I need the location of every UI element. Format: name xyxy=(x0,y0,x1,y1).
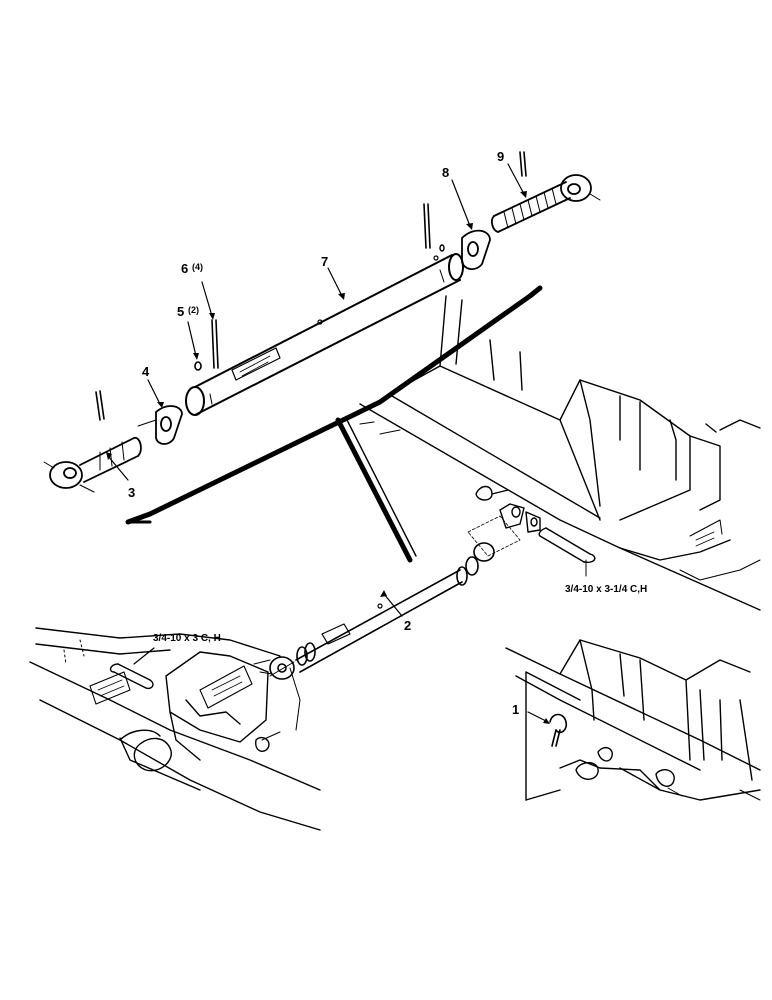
part-6-roll-pin xyxy=(211,319,219,369)
spec-front-bolt: 3/4-10 x 3 C, H xyxy=(153,633,221,644)
callout-8: 8 xyxy=(442,165,449,180)
part-5-grease-fitting xyxy=(194,361,202,371)
callout-7: 7 xyxy=(321,254,328,269)
callout-9: 9 xyxy=(497,149,504,164)
part-1-hitch-pin-clip xyxy=(549,713,568,747)
grease-fitting-right xyxy=(439,244,445,252)
part-8-bushing xyxy=(461,229,491,270)
leader-2 xyxy=(383,593,403,617)
callout-5-qty: (2) xyxy=(188,305,199,315)
callout-6-qty: (4) xyxy=(192,262,203,272)
tractor-hitch-bracket xyxy=(467,485,541,557)
spec-labels: 3/4-10 x 3 C, H 3/4-10 x 3-1/4 C,H xyxy=(153,584,647,644)
callout-labels: 1 2 3 4 5 (2) 6 (4) 7 8 9 xyxy=(128,149,519,717)
tractor-frame-upper xyxy=(359,295,761,611)
rear-hitch-bolt xyxy=(538,527,596,564)
front-bolt-leader xyxy=(133,647,155,665)
exploded-detail-panel xyxy=(125,285,543,563)
callout-leaders xyxy=(107,163,525,481)
implement-frame-lower xyxy=(29,627,321,831)
callout-5: 5 xyxy=(177,304,184,319)
cotter-pin-left xyxy=(95,390,105,421)
roll-pin-right xyxy=(423,203,431,249)
cotter-pin-right xyxy=(519,151,527,177)
part-2-installed-tie-rod xyxy=(253,542,495,680)
callout-1: 1 xyxy=(512,702,519,717)
part-4-bushing xyxy=(137,405,183,445)
front-hitch-bolt xyxy=(109,663,154,690)
callout-2: 2 xyxy=(404,618,411,633)
part-9-threaded-rod-end xyxy=(491,174,601,233)
inset-detail xyxy=(505,639,761,801)
callout-4: 4 xyxy=(142,364,150,379)
part-7-tube xyxy=(185,253,464,416)
spec-rear-bolt: 3/4-10 x 3-1/4 C,H xyxy=(565,584,647,595)
tube-decal xyxy=(231,347,281,381)
detail-leader-line xyxy=(335,417,413,563)
callout-6: 6 xyxy=(181,261,188,276)
callout-3: 3 xyxy=(128,485,135,500)
part-3-rod-end xyxy=(43,437,142,493)
detail-panel-border xyxy=(125,285,543,525)
